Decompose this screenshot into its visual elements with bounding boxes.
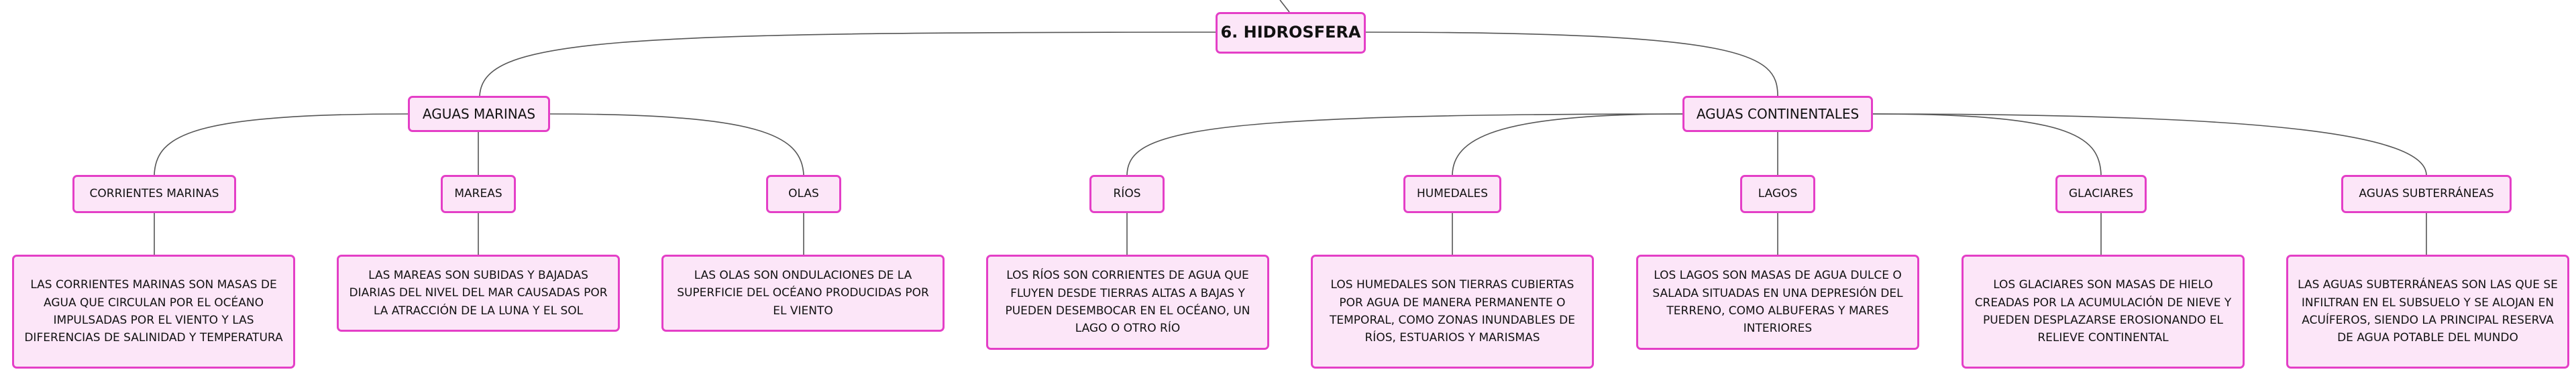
description-text: LOS HUMEDALES SON TIERRAS CUBIERTAS POR …: [1330, 278, 1575, 345]
description-node-glaciares[interactable]: LOS GLACIARES SON MASAS DE HIELO CREADAS…: [1962, 255, 2245, 369]
subtopic-node-glaciares[interactable]: GLACIARES: [2055, 175, 2147, 213]
description-node-lagos[interactable]: LOS LAGOS SON MASAS DE AGUA DULCE O SALA…: [1636, 255, 1919, 350]
description-node-corrientes-marinas[interactable]: LAS CORRIENTES MARINAS SON MASAS DE AGUA…: [12, 255, 295, 369]
description-node-olas[interactable]: LAS OLAS SON ONDULACIONES DE LA SUPERFIC…: [661, 255, 945, 332]
description-text: LOS RÍOS SON CORRIENTES DE AGUA QUE FLUY…: [1005, 269, 1250, 336]
subtopic-label: GLACIARES: [2068, 187, 2134, 201]
description-text: LAS AGUAS SUBTERRÁNEAS SON LAS QUE SE IN…: [2298, 278, 2558, 345]
description-text: LAS CORRIENTES MARINAS SON MASAS DE AGUA…: [24, 278, 283, 345]
description-text: LOS GLACIARES SON MASAS DE HIELO CREADAS…: [1974, 278, 2232, 345]
subtopic-node-corrientes-marinas[interactable]: CORRIENTES MARINAS: [72, 175, 236, 213]
connector-marinas-corrientes: [154, 113, 410, 176]
subtopic-label: CORRIENTES MARINAS: [89, 187, 219, 201]
description-node-rios[interactable]: LOS RÍOS SON CORRIENTES DE AGUA QUE FLUY…: [986, 255, 1269, 350]
connector-root-aguas-continentales: [1365, 31, 1778, 97]
description-node-mareas[interactable]: LAS MAREAS SON SUBIDAS Y BAJADAS DIARIAS…: [337, 255, 620, 332]
subtopic-node-humedales[interactable]: HUMEDALES: [1403, 175, 1501, 213]
description-node-aguas-subterraneas[interactable]: LAS AGUAS SUBTERRÁNEAS SON LAS QUE SE IN…: [2286, 255, 2569, 369]
root-label: 6. HIDROSFERA: [1220, 23, 1361, 42]
category-label: AGUAS CONTINENTALES: [1696, 105, 1860, 122]
connector-continentales-glaciares: [1870, 113, 2102, 176]
description-text: LOS LAGOS SON MASAS DE AGUA DULCE O SALA…: [1652, 269, 1903, 336]
connector-continentales-humedales: [1452, 113, 1686, 176]
subtopic-label: LAGOS: [1758, 187, 1798, 201]
root-node[interactable]: 6. HIDROSFERA: [1216, 12, 1366, 54]
category-node-aguas-marinas[interactable]: AGUAS MARINAS: [408, 96, 550, 132]
subtopic-node-rios[interactable]: RÍOS: [1089, 175, 1165, 213]
subtopic-node-aguas-subterraneas[interactable]: AGUAS SUBTERRÁNEAS: [2341, 175, 2512, 213]
category-label: AGUAS MARINAS: [422, 105, 536, 122]
description-node-humedales[interactable]: LOS HUMEDALES SON TIERRAS CUBIERTAS POR …: [1311, 255, 1594, 369]
connector-continentales-rios: [1126, 113, 1686, 176]
connector-marinas-olas: [548, 113, 804, 176]
connector-root-parent: [1279, 0, 1290, 13]
subtopic-label: RÍOS: [1113, 187, 1141, 201]
connector-continentales-subterraneas: [1870, 113, 2427, 176]
subtopic-label: OLAS: [788, 187, 819, 201]
subtopic-label: AGUAS SUBTERRÁNEAS: [2359, 187, 2494, 201]
subtopic-node-olas[interactable]: OLAS: [766, 175, 841, 213]
category-node-aguas-continentales[interactable]: AGUAS CONTINENTALES: [1682, 96, 1873, 132]
description-text: LAS MAREAS SON SUBIDAS Y BAJADAS DIARIAS…: [349, 268, 608, 318]
description-text: LAS OLAS SON ONDULACIONES DE LA SUPERFIC…: [677, 268, 929, 318]
subtopic-label: HUMEDALES: [1416, 187, 1489, 201]
connector-root-aguas-marinas: [479, 31, 1216, 97]
subtopic-label: MAREAS: [454, 187, 502, 201]
subtopic-node-lagos[interactable]: LAGOS: [1740, 175, 1815, 213]
subtopic-node-mareas[interactable]: MAREAS: [441, 175, 516, 213]
